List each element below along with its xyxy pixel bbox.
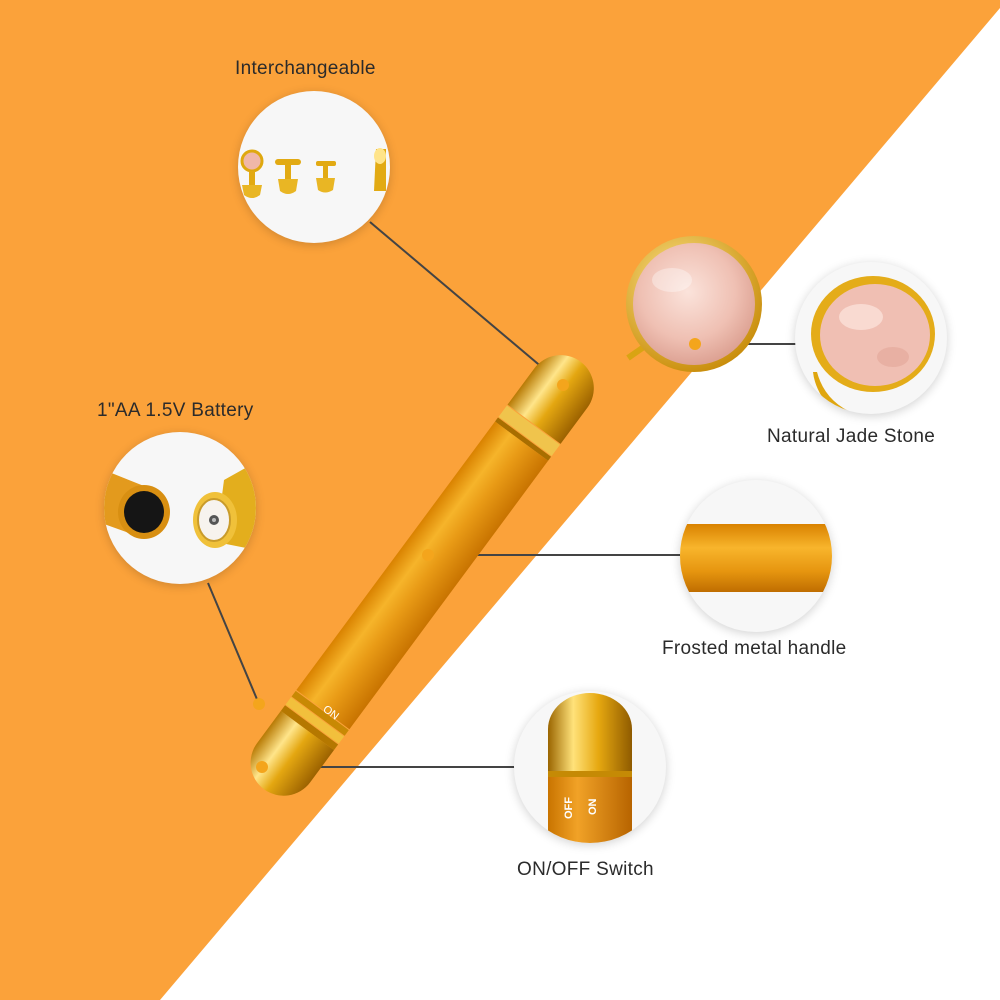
interchangeable-heads-photo [238,91,390,243]
callout-line-battery [207,582,260,705]
switch-on-text: ON [587,798,599,815]
callout-dot-jade [689,338,701,350]
callout-dot-interchangeable [557,379,569,391]
callout-dot-battery [253,698,265,710]
switch-photo: OFF ON [514,691,666,843]
switch-closeup: OFF ON [548,693,632,843]
battery-compartment [104,462,256,550]
label-handle: Frosted metal handle [662,638,847,659]
stone-head [626,236,762,372]
jade-stone-photo [795,262,947,414]
label-interchangeable: Interchangeable [235,58,376,79]
callout-line-interchangeable [369,221,564,386]
label-battery: 1"AA 1.5V Battery [97,400,254,421]
handle-photo [680,480,832,632]
device-body: ON [250,355,594,796]
switch-off-text: OFF [563,797,575,819]
label-jade: Natural Jade Stone [767,426,936,447]
interchangeable-heads [240,148,386,198]
callout-dot-switch [256,761,268,773]
handle-surface [680,524,832,592]
jade-stone-closeup [811,276,935,414]
callout-dots [253,338,701,773]
label-switch: ON/OFF Switch [517,859,654,880]
battery-photo [104,432,256,584]
callout-dot-handle [422,549,434,561]
